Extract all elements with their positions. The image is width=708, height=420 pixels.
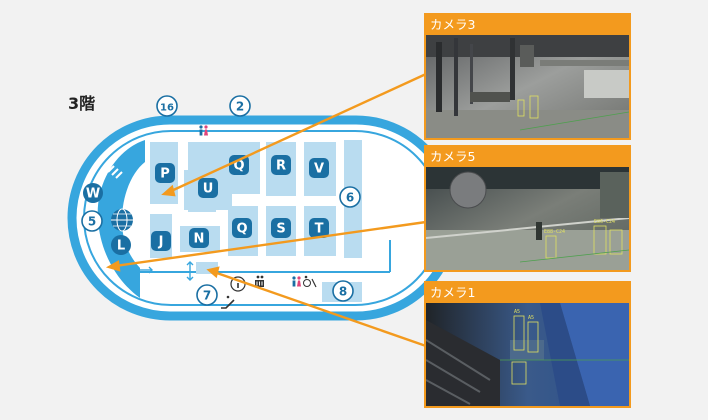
zone-letter: S — [276, 222, 285, 237]
zone-letter: Q — [233, 159, 244, 174]
zone-badge-q-bottom[interactable]: Q — [232, 218, 252, 238]
camera-panel-1[interactable]: カメラ1 A5 A5 — [424, 281, 631, 408]
zone-badge-p[interactable]: P — [155, 163, 175, 183]
camera-label: カメラ3 — [430, 17, 475, 32]
entrance-number: 16 — [160, 103, 174, 114]
zone-badge-r[interactable]: R — [271, 155, 291, 175]
zone-badge-n[interactable]: N — [189, 228, 209, 248]
entrance-number: 5 — [88, 215, 96, 229]
horizontal-arrow-icon — [135, 266, 153, 274]
camera-connector-lines — [105, 72, 427, 348]
detection-label: A5 — [528, 315, 534, 321]
accessible-restroom-icon — [292, 275, 317, 288]
zone-badge-l[interactable]: L — [111, 235, 131, 255]
entrance-2[interactable]: 2 — [229, 95, 251, 117]
zone-badge-w[interactable]: W — [83, 183, 103, 203]
camera-label: カメラ1 — [430, 285, 475, 300]
vertical-arrow-icon — [186, 261, 194, 281]
zone-badge-u[interactable]: U — [198, 178, 218, 198]
entrance-number: 6 — [346, 191, 354, 205]
stair-marks-icon — [107, 165, 123, 179]
zone-badge-q-top[interactable]: Q — [229, 155, 249, 175]
detection-label: E88-C24 — [544, 229, 565, 235]
entrance-16[interactable]: 16 — [156, 95, 178, 117]
zone-letter: P — [160, 167, 170, 182]
escalator-icon — [221, 295, 235, 309]
globe-icon — [111, 208, 133, 232]
detection-label: A5 — [514, 309, 520, 315]
zone-letter: J — [158, 235, 164, 250]
zone-letter: N — [194, 232, 205, 247]
walkway-lines — [140, 240, 391, 273]
entrance-number: 2 — [236, 100, 244, 114]
entrance-7[interactable]: 7 — [196, 284, 218, 306]
zone-badge-j[interactable]: J — [151, 231, 171, 251]
zone-letter: V — [314, 162, 324, 177]
zone-letter: T — [315, 222, 324, 237]
restroom-icon — [199, 125, 208, 136]
camera-panel-5[interactable]: カメラ5 E88-C24 E86-C24 — [424, 145, 631, 272]
zone-letter: Q — [236, 222, 247, 237]
stroller-icon — [255, 275, 264, 287]
detection-label: E86-C24 — [594, 219, 615, 225]
entrance-number: 7 — [203, 289, 211, 303]
zone-badge-v[interactable]: V — [309, 158, 329, 178]
floor-label: 3階 — [68, 94, 95, 113]
entrance-5[interactable]: 5 — [81, 210, 103, 232]
entrance-number: 8 — [339, 285, 347, 299]
zone-letter: L — [117, 239, 125, 254]
entrance-8[interactable]: 8 — [332, 280, 354, 302]
zone-letter: W — [86, 187, 100, 202]
zone-badge-s[interactable]: S — [271, 218, 291, 238]
zone-badges: P Q R V U W L J — [83, 155, 329, 255]
camera-label: カメラ5 — [430, 149, 475, 164]
entrance-markers: 16 2 6 5 7 8 — [81, 95, 361, 306]
camera-panel-3[interactable]: カメラ3 — [424, 13, 631, 140]
zone-letter: U — [203, 182, 214, 197]
zone-badge-t[interactable]: T — [309, 218, 329, 238]
entrance-6[interactable]: 6 — [339, 186, 361, 208]
zone-letter: R — [276, 159, 286, 174]
